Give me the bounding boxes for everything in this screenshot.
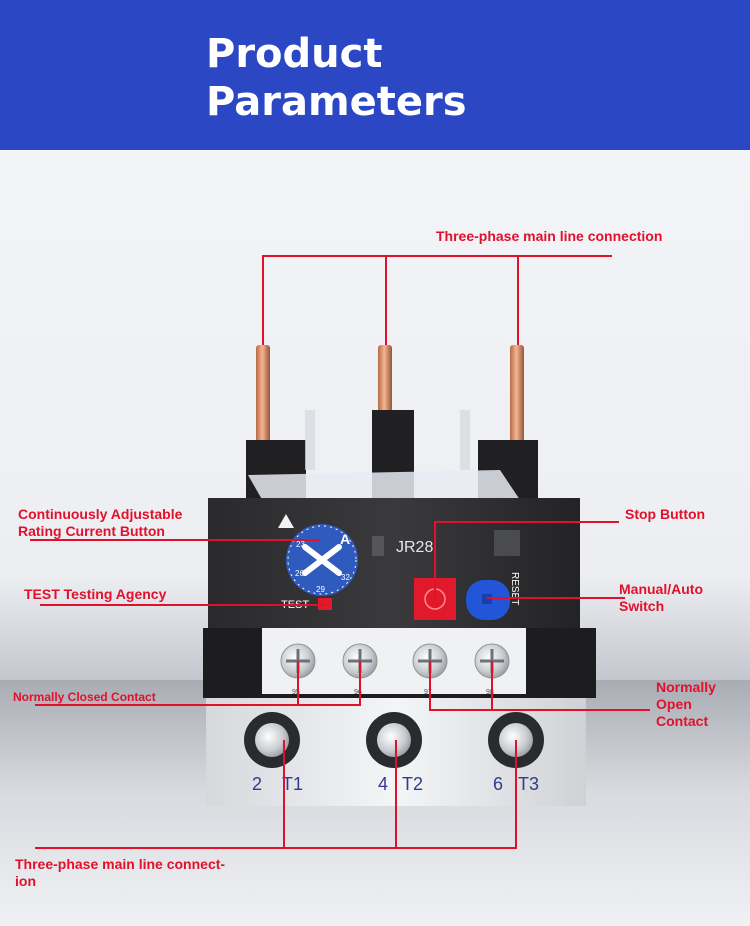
svg-text:T1: T1 bbox=[282, 774, 303, 794]
title-line-1: Product bbox=[206, 31, 383, 77]
callout-test-agency: TEST Testing Agency bbox=[24, 586, 167, 602]
page-title: Product Parameters bbox=[206, 30, 467, 126]
callout-manual-line2: Switch bbox=[619, 598, 665, 614]
svg-text:4: 4 bbox=[378, 774, 388, 794]
model-label: JR28 bbox=[396, 539, 433, 556]
svg-text:98: 98 bbox=[486, 689, 494, 696]
callout-open-line2: Open bbox=[656, 696, 692, 712]
svg-text:97: 97 bbox=[424, 689, 432, 696]
dial-mark-2: 26 bbox=[295, 569, 304, 578]
callout-adjustable-line2: Rating Current Button bbox=[18, 523, 165, 539]
aux-terminal-numbers: 95 96 97 98 bbox=[292, 689, 494, 696]
callout-three-phase-top: Three-phase main line connection bbox=[436, 228, 663, 244]
callout-stop-button: Stop Button bbox=[625, 506, 706, 522]
svg-text:T2: T2 bbox=[402, 774, 423, 794]
current-adjust-dial[interactable]: A 23 26 29 32 bbox=[286, 524, 358, 596]
callout-lines bbox=[30, 255, 650, 849]
callout-bottom-line2: ion bbox=[15, 873, 36, 889]
indicator-window bbox=[372, 536, 384, 556]
callout-manual-auto: Manual/Auto Switch bbox=[619, 581, 703, 615]
header-banner: Product Parameters bbox=[0, 0, 750, 150]
callout-manual-line1: Manual/Auto bbox=[619, 581, 703, 597]
dial-mark-1: 23 bbox=[296, 540, 305, 549]
callout-three-phase-bottom: Three-phase main line connect- ion bbox=[15, 856, 225, 890]
title-line-2: Parameters bbox=[206, 79, 467, 125]
svg-text:96: 96 bbox=[354, 689, 362, 696]
callout-adjustable-current: Continuously Adjustable Rating Current B… bbox=[18, 506, 182, 540]
copper-pin-3 bbox=[510, 345, 524, 465]
dial-mark-3: 29 bbox=[316, 585, 325, 594]
arrow-mark-icon bbox=[278, 514, 294, 528]
callout-bottom-line1: Three-phase main line connect- bbox=[15, 856, 226, 872]
manual-auto-switch[interactable] bbox=[466, 580, 510, 620]
svg-text:6: 6 bbox=[493, 774, 503, 794]
callout-adjustable-line1: Continuously Adjustable bbox=[18, 506, 183, 522]
side-window bbox=[494, 530, 520, 556]
callout-open-line1: Normally bbox=[656, 679, 716, 695]
callout-normally-closed: Normally Closed Contact bbox=[13, 690, 156, 704]
main-terminal-holes[interactable] bbox=[244, 712, 544, 768]
svg-text:T3: T3 bbox=[518, 774, 539, 794]
callout-open-line3: Contact bbox=[656, 713, 709, 729]
copper-pin-1 bbox=[256, 345, 270, 465]
dial-mark-4: 32 bbox=[341, 573, 350, 582]
callout-normally-open: Normally Open Contact bbox=[656, 679, 716, 730]
svg-text:2: 2 bbox=[252, 774, 262, 794]
main-terminal-labels: 2 T1 4 T2 6 T3 bbox=[252, 774, 539, 794]
reset-label: RESET bbox=[509, 572, 520, 605]
dial-unit: A bbox=[340, 531, 350, 547]
svg-text:95: 95 bbox=[292, 689, 300, 696]
